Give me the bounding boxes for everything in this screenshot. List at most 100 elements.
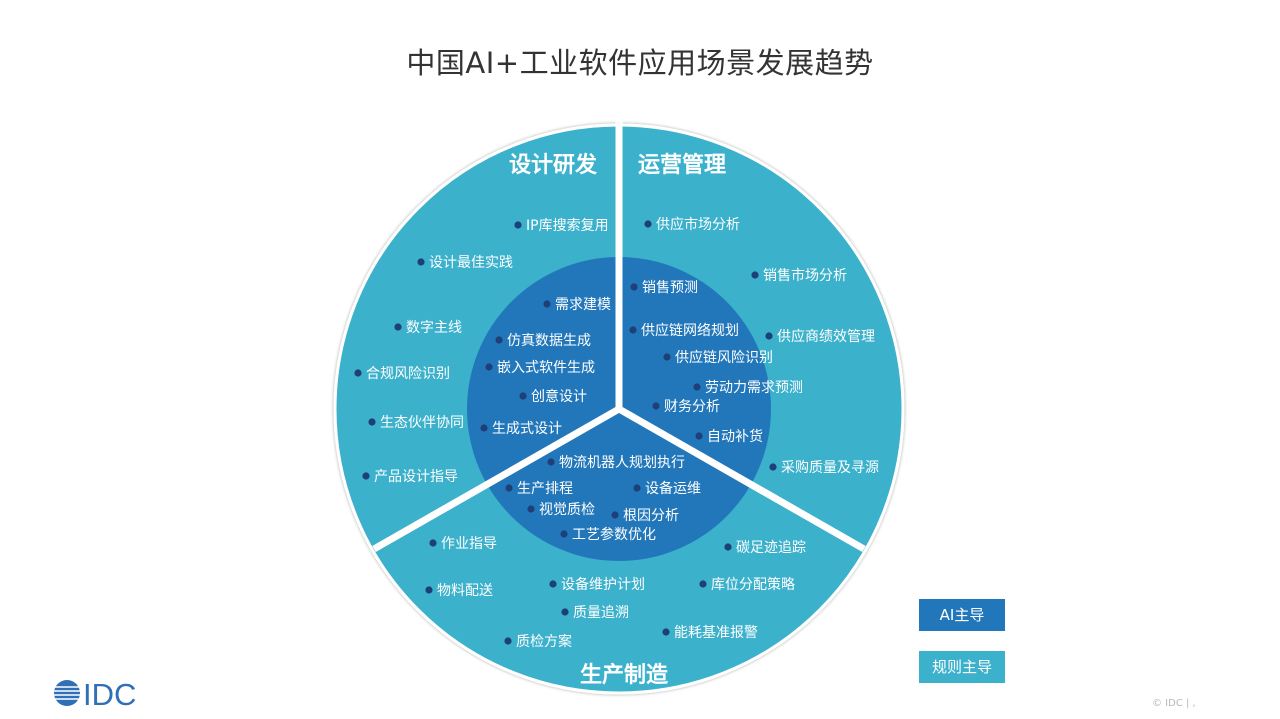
bullet-dot-icon: [394, 323, 402, 331]
bullet-dot-icon: [505, 484, 513, 492]
scenario-label: 工艺参数优化: [572, 526, 656, 543]
bullet-dot-icon: [699, 580, 707, 588]
scenario-item: 劳动力需求预测: [693, 380, 803, 396]
scenario-item: 销售预测: [630, 280, 698, 296]
scenario-label: 设备维护计划: [561, 576, 645, 593]
scenario-item: 需求建模: [543, 297, 611, 313]
bullet-dot-icon: [611, 511, 619, 519]
scenario-item: 作业指导: [429, 536, 497, 552]
scenario-label: 销售市场分析: [763, 267, 847, 284]
page-title: 中国AI+工业软件应用场景发展趋势: [406, 46, 874, 80]
scenario-item: 采购质量及寻源: [769, 460, 879, 476]
scenario-item: 生成式设计: [480, 421, 562, 437]
bullet-dot-icon: [485, 363, 493, 371]
legend-ai-led: AI主导: [919, 599, 1005, 631]
scenario-item: 供应商绩效管理: [765, 328, 875, 345]
scenario-label: 能耗基准报警: [674, 624, 758, 641]
scenario-item: 设计最佳实践: [417, 255, 513, 271]
bullet-dot-icon: [765, 332, 773, 340]
bullet-dot-icon: [514, 221, 522, 229]
bullet-dot-icon: [547, 458, 555, 466]
scenario-label: 视觉质检: [539, 502, 595, 518]
scenario-label: 创意设计: [531, 388, 587, 405]
bullet-dot-icon: [417, 258, 425, 266]
footer-copyright: © IDC | ,: [1152, 698, 1196, 709]
bullet-dot-icon: [751, 271, 759, 279]
bullet-dot-icon: [519, 392, 527, 400]
scenario-label: 作业指导: [441, 536, 497, 552]
scenario-label: 设计最佳实践: [429, 255, 513, 271]
bullet-dot-icon: [354, 369, 362, 377]
bullet-dot-icon: [425, 586, 433, 594]
scenario-item: 工艺参数优化: [560, 526, 656, 543]
scenario-label: 采购质量及寻源: [781, 460, 879, 476]
scenario-label: 供应链网络规划: [641, 322, 739, 339]
scenario-label: 生成式设计: [492, 421, 562, 437]
bullet-dot-icon: [480, 424, 488, 432]
scenario-item: 产品设计指导: [362, 469, 458, 485]
bullet-dot-icon: [527, 505, 535, 513]
scenario-label: 设备运维: [645, 480, 701, 497]
scenario-label: 需求建模: [555, 297, 611, 313]
sector-title-design: 设计研发: [509, 152, 598, 178]
scenario-item: 数字主线: [394, 320, 462, 336]
scenario-label: 仿真数据生成: [507, 333, 591, 349]
bullet-dot-icon: [362, 472, 370, 480]
scenario-item: 财务分析: [652, 399, 720, 415]
scenario-item: 能耗基准报警: [662, 624, 758, 641]
bullet-dot-icon: [629, 326, 637, 334]
scenario-label: 财务分析: [664, 399, 720, 415]
bullet-dot-icon: [504, 637, 512, 645]
scenario-label: 产品设计指导: [374, 469, 458, 485]
bullet-dot-icon: [769, 463, 777, 471]
scenario-label: 根因分析: [623, 508, 679, 524]
scenario-label: 物流机器人规划执行: [559, 455, 685, 471]
bullet-dot-icon: [693, 383, 701, 391]
scenario-label: 供应市场分析: [656, 216, 740, 233]
scenario-item: 碳足迹追踪: [724, 540, 806, 556]
scenario-label: 销售预测: [642, 280, 698, 296]
bullet-dot-icon: [663, 353, 671, 361]
scenario-item: 质检方案: [504, 633, 572, 650]
scenario-item: 自动补货: [695, 428, 763, 445]
bullet-dot-icon: [695, 432, 703, 440]
scenario-item: 设备运维: [633, 480, 701, 497]
separator-left: [372, 405, 621, 553]
bullet-dot-icon: [543, 300, 551, 308]
scenario-label: 数字主线: [406, 320, 462, 336]
scenario-item: 嵌入式软件生成: [485, 360, 595, 376]
scenario-label: 合规风险识别: [366, 366, 450, 382]
sector-separators: [372, 120, 866, 553]
scenario-label: 质量追溯: [573, 605, 629, 621]
scenario-label: IP库搜索复用: [526, 217, 609, 234]
separator-right: [617, 405, 866, 553]
scenario-label: 生产排程: [517, 481, 573, 497]
sector-title-production: 生产制造: [580, 663, 668, 688]
idc-logo-globe-icon: [54, 680, 80, 706]
bullet-dot-icon: [662, 628, 670, 636]
idc-logo: IDC: [54, 677, 136, 710]
bullet-dot-icon: [633, 484, 641, 492]
scenario-item: 销售市场分析: [751, 267, 847, 284]
bullet-dot-icon: [724, 543, 732, 551]
scenario-item: 库位分配策略: [699, 576, 795, 593]
scenario-item: 质量追溯: [561, 605, 629, 621]
scenario-label: 供应链风险识别: [675, 349, 773, 366]
legend-rule-led: 规则主导: [919, 651, 1005, 683]
scenario-item: 生态伙伴协同: [368, 415, 464, 431]
scenario-item: 供应市场分析: [644, 216, 740, 233]
scenario-item: 生产排程: [505, 481, 573, 497]
scenario-item: 仿真数据生成: [495, 333, 591, 349]
scenario-label: 自动补货: [707, 428, 763, 445]
scenario-item: 根因分析: [611, 508, 679, 524]
bullet-dot-icon: [429, 539, 437, 547]
scenario-item: 设备维护计划: [549, 576, 645, 593]
scenario-item: 供应链风险识别: [663, 349, 773, 366]
bullet-dot-icon: [561, 608, 569, 616]
bullet-dot-icon: [560, 530, 568, 538]
sector-title-operations: 运营管理: [638, 152, 726, 178]
scenario-label: 劳动力需求预测: [705, 380, 803, 396]
scenario-label: 物料配送: [437, 583, 493, 599]
scenario-item: 供应链网络规划: [629, 322, 739, 339]
